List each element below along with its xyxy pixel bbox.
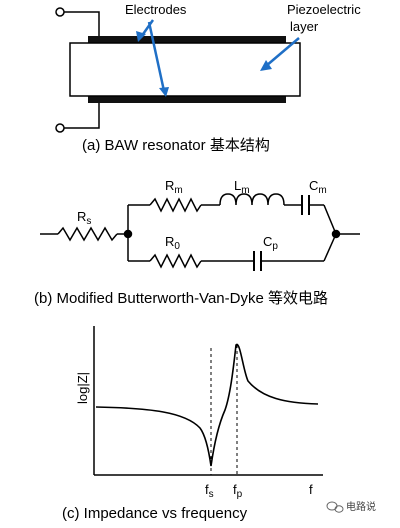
- arrow-to-bottom-electrode: [147, 21, 166, 92]
- panel-c-plot: log|Z| fs fp f (c) Impedance vs frequenc…: [62, 326, 323, 522]
- tick-fs: fs: [205, 482, 214, 500]
- top-electrode: [88, 36, 286, 43]
- label-lm: Lm: [234, 178, 250, 196]
- tick-fp: fp: [233, 482, 243, 500]
- x-axis-label: f: [309, 482, 313, 497]
- watermark-text: 电路说: [346, 500, 376, 513]
- watermark: 电路说: [326, 500, 376, 513]
- resistor-r0: [149, 253, 202, 269]
- arrowhead-bottom: [159, 87, 169, 97]
- caption-c: (c) Impedance vs frequency: [62, 505, 248, 522]
- arrow-to-piezo-layer: [265, 37, 300, 67]
- resistor-rm: [149, 197, 202, 213]
- label-rm: Rm: [165, 178, 183, 196]
- y-axis-label: log|Z|: [75, 372, 90, 404]
- panel-a-resonator: Electrodes Piezoelectric layer (a) BAW r…: [55, 2, 361, 154]
- label-cp: Cp: [263, 234, 278, 252]
- label-rs: Rs: [77, 209, 91, 227]
- label-piezoelectric: Piezoelectric: [287, 2, 361, 17]
- right-bus-bottom: [323, 233, 337, 262]
- top-terminal: [55, 7, 65, 17]
- bottom-electrode: [88, 96, 286, 103]
- label-r0: R0: [165, 234, 180, 252]
- resistor-rs: [57, 226, 118, 242]
- caption-b: (b) Modified Butterworth-Van-Dyke 等效电路: [34, 289, 328, 307]
- panel-b-labels: Rs Rm Lm Cm R0 Cp (b) Modified Butterwor…: [34, 178, 328, 307]
- arrowhead-top: [136, 31, 146, 42]
- arrowhead-piezo: [260, 60, 272, 71]
- watermark-icon: [326, 501, 344, 513]
- electrode-arrows: [136, 19, 169, 97]
- label-electrodes: Electrodes: [125, 2, 187, 17]
- panel-b-circuit: [40, 193, 360, 271]
- piezo-arrow: [260, 37, 300, 71]
- label-layer: layer: [290, 19, 319, 34]
- top-lead-wire: [64, 11, 100, 38]
- impedance-curve: [95, 343, 319, 467]
- label-cm: Cm: [309, 178, 327, 196]
- bottom-terminal: [55, 123, 65, 133]
- inductor-lm: [219, 193, 285, 206]
- right-bus-top: [323, 204, 337, 235]
- bottom-lead-wire: [64, 102, 100, 129]
- caption-a: (a) BAW resonator 基本结构: [82, 137, 270, 154]
